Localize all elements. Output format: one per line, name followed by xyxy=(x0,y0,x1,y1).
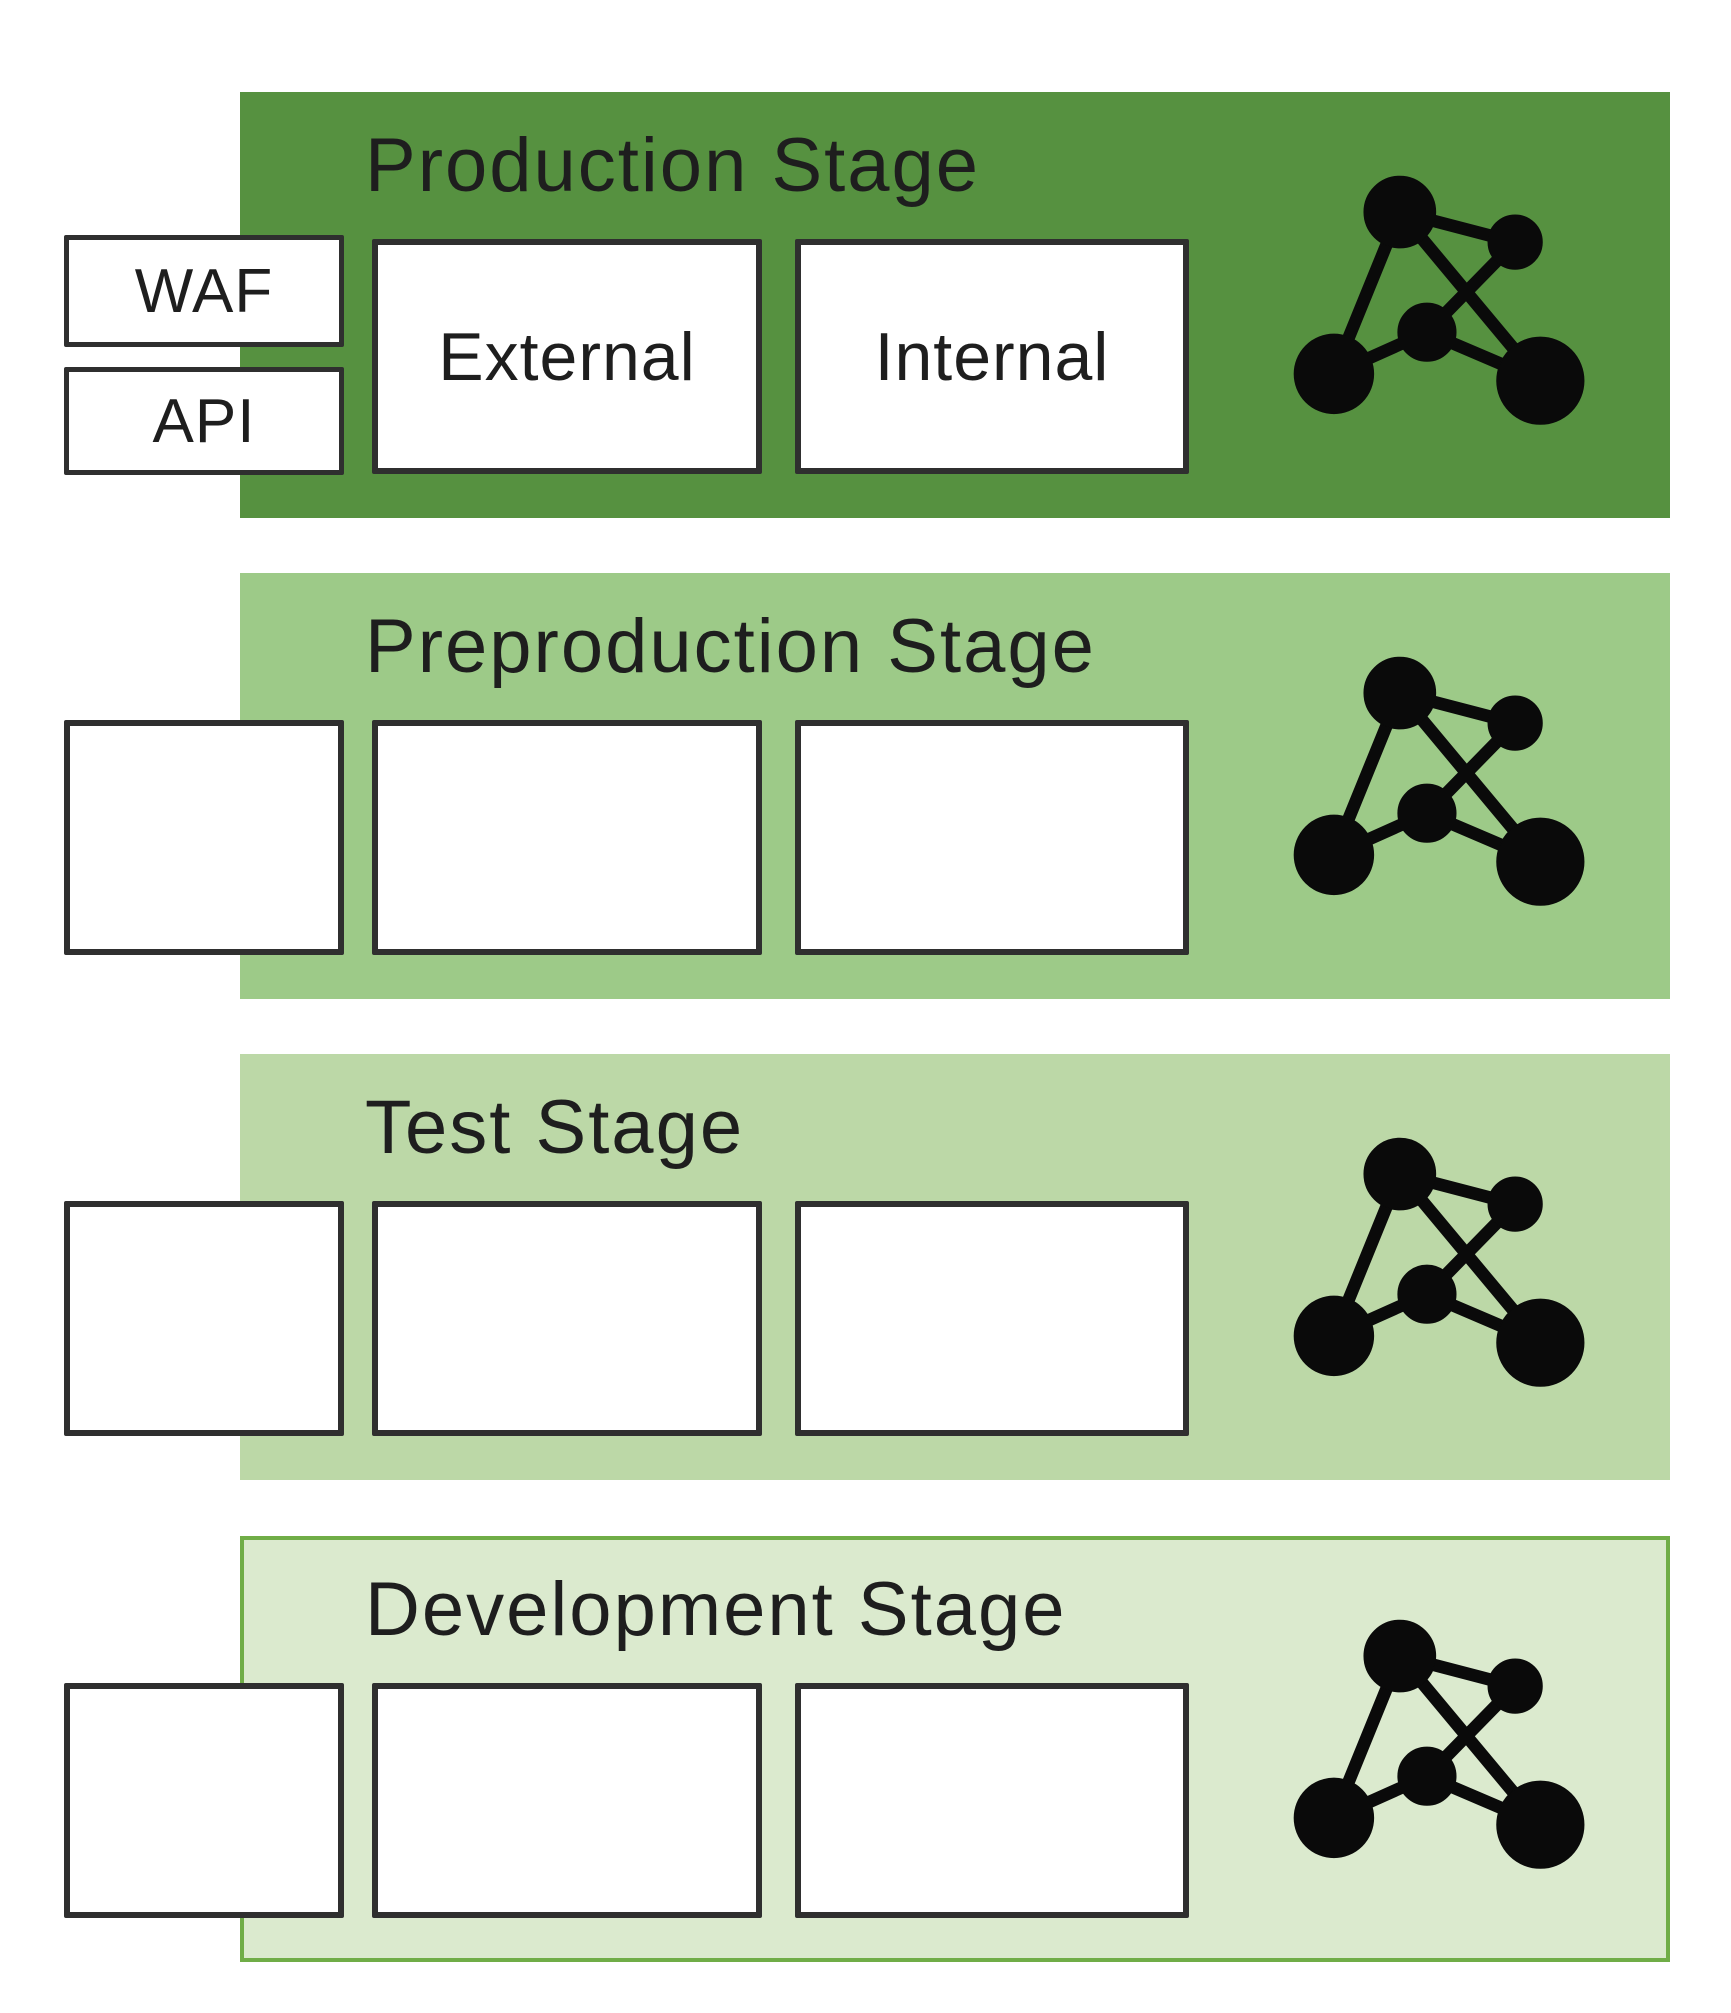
network-cluster-icon xyxy=(1293,656,1585,906)
stage-title: Test Stage xyxy=(365,1085,745,1170)
internal-label: Internal xyxy=(874,318,1110,395)
network-cluster-icon xyxy=(1293,175,1585,425)
cluster-box-2 xyxy=(795,1201,1189,1436)
api-box: API xyxy=(64,367,344,475)
stage-title: Production Stage xyxy=(365,123,981,208)
api-label: API xyxy=(152,386,256,456)
edge-box xyxy=(64,720,344,955)
external-label: External xyxy=(438,318,696,395)
cluster-box-1 xyxy=(372,1683,762,1918)
cluster-box-2 xyxy=(795,1683,1189,1918)
edge-box xyxy=(64,1683,344,1918)
stage-test: Test Stage xyxy=(0,1054,1731,1480)
network-cluster-icon xyxy=(1293,1619,1585,1869)
internal-box: Internal xyxy=(795,239,1189,474)
stage-title: Preproduction Stage xyxy=(365,604,1096,689)
waf-box: WAF xyxy=(64,235,344,347)
stage-production: Production Stage WAF API External Intern… xyxy=(0,92,1731,518)
cluster-box-1 xyxy=(372,720,762,955)
stage-title: Development Stage xyxy=(365,1567,1067,1652)
network-cluster-icon xyxy=(1293,1137,1585,1387)
stage-development: Development Stage xyxy=(0,1536,1731,1962)
cluster-box-2 xyxy=(795,720,1189,955)
external-box: External xyxy=(372,239,762,474)
waf-label: WAF xyxy=(134,256,274,326)
stage-preproduction: Preproduction Stage xyxy=(0,573,1731,999)
cluster-box-1 xyxy=(372,1201,762,1436)
edge-box xyxy=(64,1201,344,1436)
